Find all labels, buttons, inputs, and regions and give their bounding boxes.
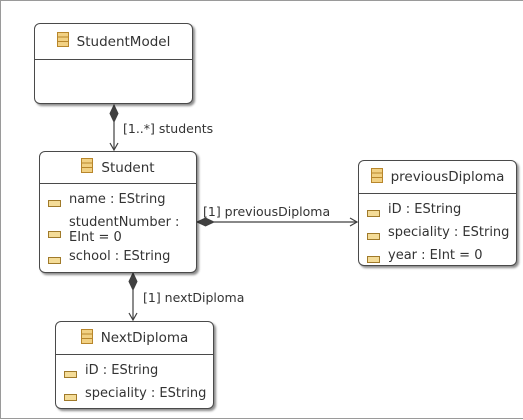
class-name: previousDiploma bbox=[390, 169, 505, 185]
class-attributes bbox=[35, 60, 192, 68]
eattribute-icon bbox=[367, 252, 380, 267]
eattribute-icon bbox=[64, 367, 77, 382]
class-header: StudentModel bbox=[35, 24, 192, 60]
attribute-row[interactable]: school : EString bbox=[46, 249, 190, 268]
attribute-row[interactable]: speciality : EString bbox=[365, 225, 510, 244]
attribute-row[interactable]: year : EInt = 0 bbox=[365, 248, 510, 267]
class-attributes: name : EString studentNumber : EInt = 0 … bbox=[40, 184, 196, 276]
composition-diamond-previous-diploma bbox=[195, 217, 216, 227]
composition-diamond-students bbox=[109, 103, 119, 124]
eclass-icon bbox=[81, 158, 94, 177]
class-header: NextDiploma bbox=[56, 322, 213, 355]
attribute-label: studentNumber : EInt = 0 bbox=[69, 215, 180, 245]
class-student[interactable]: Student name : EString studentNumber : E… bbox=[39, 151, 197, 273]
reference-label-students: [1..*] students bbox=[123, 121, 214, 136]
attribute-label: iD : EString bbox=[85, 363, 159, 378]
attribute-label: iD : EString bbox=[388, 202, 462, 217]
attribute-label: name : EString bbox=[69, 192, 166, 207]
class-previous-diploma[interactable]: previousDiploma iD : EString speciality … bbox=[358, 160, 517, 266]
reference-label-next-diploma: [1] nextDiploma bbox=[143, 290, 245, 305]
eattribute-icon bbox=[367, 229, 380, 244]
class-next-diploma[interactable]: NextDiploma iD : EString speciality : ES… bbox=[55, 321, 214, 409]
class-header: previousDiploma bbox=[359, 161, 516, 194]
attribute-label: school : EString bbox=[69, 249, 171, 264]
attribute-row[interactable]: speciality : EString bbox=[62, 386, 207, 405]
attribute-row[interactable]: studentNumber : EInt = 0 bbox=[46, 215, 190, 245]
class-attributes: iD : EString speciality : EString bbox=[56, 355, 213, 413]
eclass-icon bbox=[56, 32, 69, 51]
class-name: StudentModel bbox=[76, 33, 171, 50]
arrowhead-students bbox=[109, 142, 119, 152]
class-name: Student bbox=[101, 159, 155, 176]
composition-diamond-next-diploma bbox=[128, 271, 138, 292]
arrowhead-previous-diploma bbox=[349, 217, 359, 227]
attribute-label: year : EInt = 0 bbox=[388, 248, 483, 263]
class-name: NextDiploma bbox=[100, 330, 189, 346]
reference-label-previous-diploma: [1] previousDiploma bbox=[203, 204, 331, 219]
class-header: Student bbox=[40, 152, 196, 184]
attribute-row[interactable]: name : EString bbox=[46, 192, 190, 211]
attribute-label: speciality : EString bbox=[388, 225, 510, 240]
attribute-row[interactable]: iD : EString bbox=[62, 363, 207, 382]
class-attributes: iD : EString speciality : EString year :… bbox=[359, 194, 516, 275]
eattribute-icon bbox=[48, 196, 61, 211]
attribute-row[interactable]: iD : EString bbox=[365, 202, 510, 221]
eattribute-icon bbox=[48, 253, 61, 268]
eattribute-icon bbox=[367, 206, 380, 221]
eclass-icon bbox=[80, 328, 93, 348]
eattribute-icon bbox=[48, 227, 61, 242]
arrowhead-next-diploma bbox=[128, 312, 138, 322]
class-student-model[interactable]: StudentModel bbox=[34, 23, 193, 104]
eclass-icon bbox=[370, 167, 383, 187]
eattribute-icon bbox=[64, 390, 77, 405]
attribute-label: speciality : EString bbox=[85, 386, 207, 401]
